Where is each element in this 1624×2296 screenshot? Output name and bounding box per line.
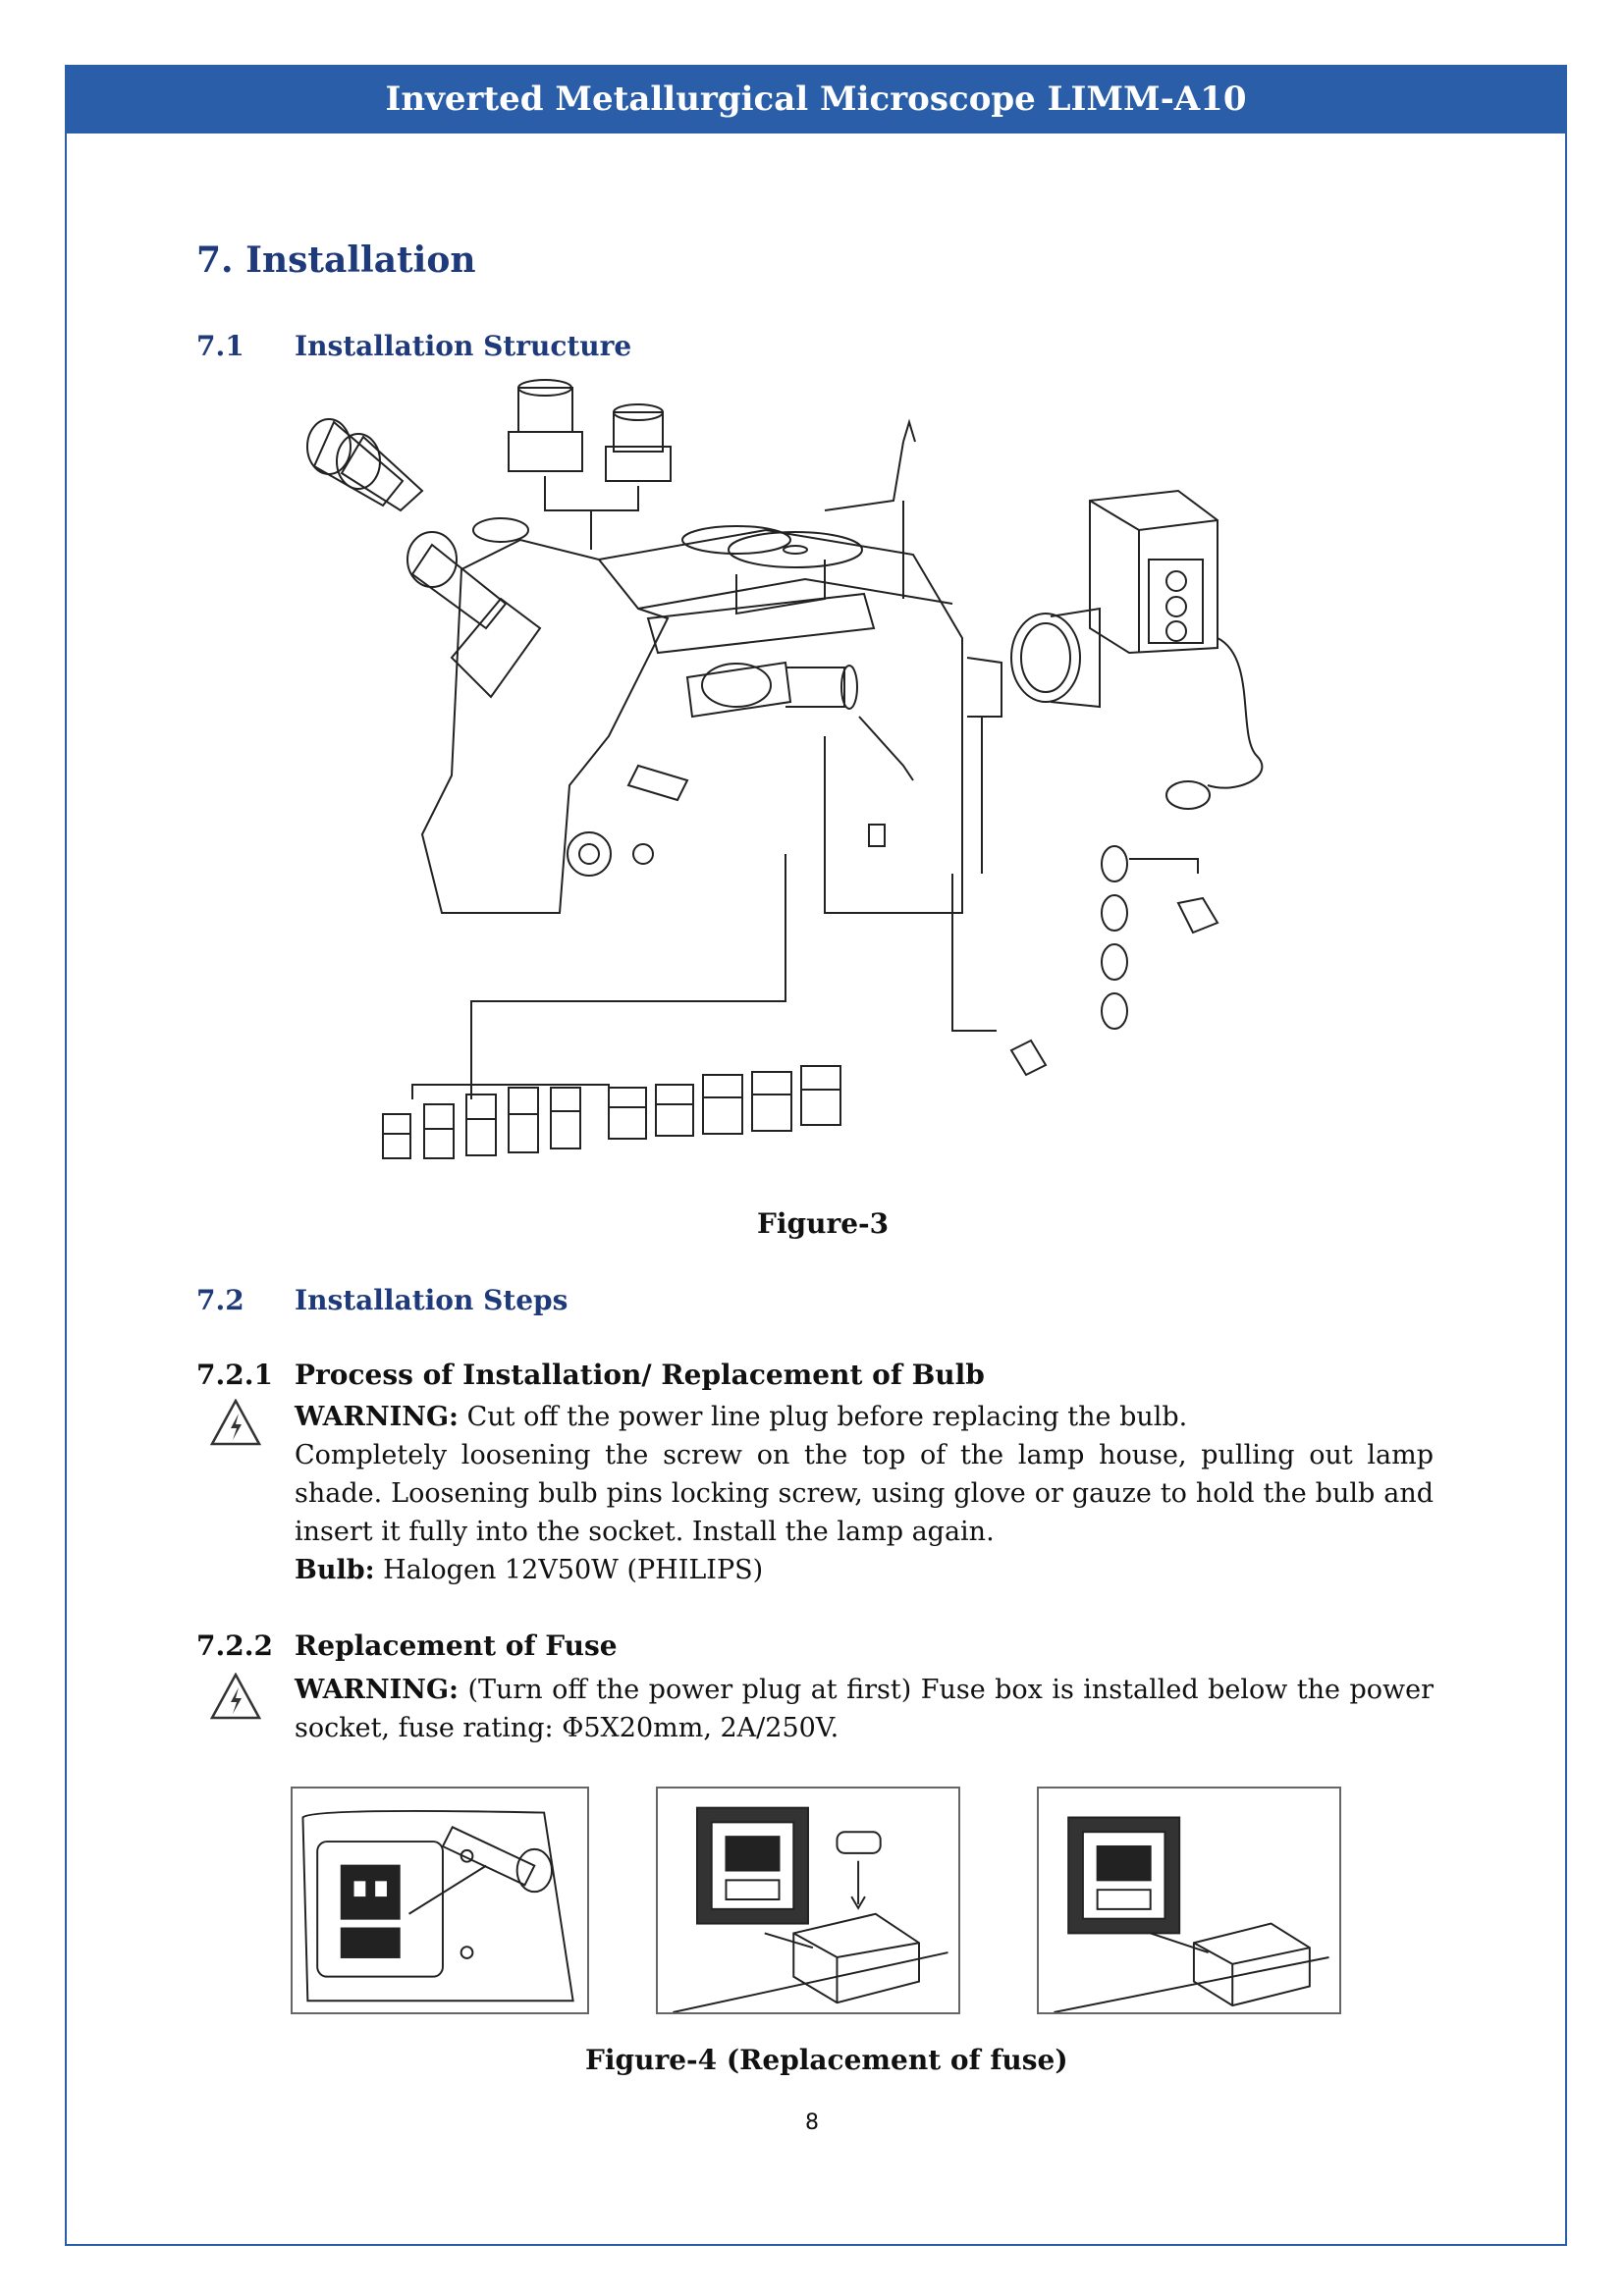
- bulb-procedure-text: Completely loosening the screw on the to…: [295, 1440, 1434, 1547]
- subsection-heading-7-2-1: 7.2.1 Process of Installation/ Replacemen…: [196, 1359, 985, 1391]
- subsection-number: 7.2.2: [196, 1629, 273, 1662]
- document-header: Inverted Metallurgical Microscope LIMM-A…: [65, 65, 1567, 133]
- subsection-number: 7.2: [196, 1284, 244, 1316]
- bulb-label: Bulb:: [295, 1555, 375, 1585]
- figure-3-caption: Figure-3: [757, 1207, 890, 1240]
- bulb-instructions: WARNING: Cut off the power line plug bef…: [295, 1398, 1434, 1589]
- microscope-body-drawing: [406, 517, 1002, 914]
- subsection-heading-7-2: 7.2 Installation Steps: [196, 1284, 568, 1316]
- eyepiece-drawing: [306, 418, 424, 512]
- bulb-value: Halogen 12V50W (PHILIPS): [374, 1555, 764, 1585]
- fuse-instructions: WARNING: (Turn off the power plug at fir…: [295, 1671, 1434, 1747]
- warning-icon: [210, 1399, 261, 1446]
- subsection-heading-7-1: 7.1 Installation Structure: [196, 330, 631, 362]
- objective-set-drawing: [382, 1065, 841, 1159]
- figure-4-caption: Figure-4 (Replacement of fuse): [585, 2044, 1068, 2076]
- subsection-heading-7-2-2: 7.2.2 Replacement of Fuse: [196, 1629, 618, 1662]
- fuse-box-photo-2: [656, 1787, 960, 2014]
- warning-label: WARNING:: [295, 1402, 459, 1432]
- subsection-title: Installation Steps: [295, 1284, 568, 1316]
- warning-icon: [210, 1673, 261, 1720]
- subsection-title: Installation Structure: [295, 330, 632, 362]
- subsection-number: 7.2.1: [196, 1359, 273, 1391]
- microscope-exploded-diagram: [306, 379, 1264, 1159]
- warning-text: Cut off the power line plug before repla…: [459, 1402, 1188, 1432]
- subsection-title: Replacement of Fuse: [295, 1629, 618, 1662]
- page-number: 8: [805, 2110, 819, 2135]
- lamp-house-drawing: [1010, 489, 1264, 810]
- warning-text: (Turn off the power plug at first) Fuse …: [295, 1675, 1434, 1743]
- section-heading: 7. Installation: [196, 240, 476, 281]
- section-title: Installation: [245, 240, 476, 281]
- subsection-number: 7.1: [196, 330, 244, 362]
- fuse-box-photo-1: [291, 1787, 589, 2014]
- fuse-box-photo-3: [1037, 1787, 1341, 2014]
- warning-label: WARNING:: [295, 1675, 459, 1705]
- subsection-title: Process of Installation/ Replacement of …: [295, 1359, 985, 1391]
- section-number: 7.: [196, 240, 234, 281]
- camera-adapter-drawing: [508, 379, 672, 550]
- filter-set-drawing: [1009, 845, 1219, 1077]
